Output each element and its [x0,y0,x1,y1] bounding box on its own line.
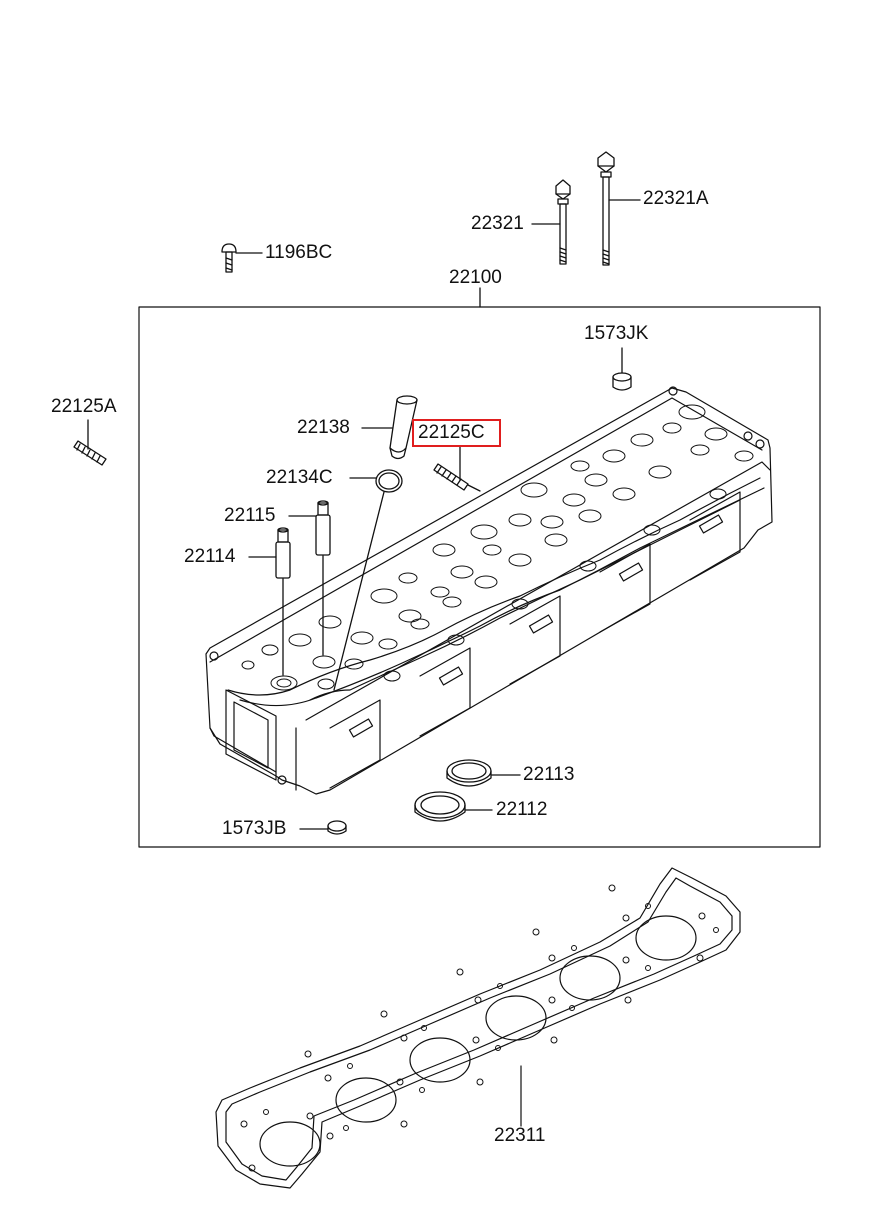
label-22113: 22113 [523,764,575,785]
label-22138: 22138 [297,417,350,438]
bolt-22321 [531,179,571,265]
sleeve-22138 [361,395,418,460]
label-22321: 22321 [471,213,524,234]
stud-22125A [73,419,107,466]
bolt-22321A [597,151,641,266]
label-22114: 22114 [184,546,236,567]
bolt-1196BC [221,243,263,273]
cylinder-head-22100 [205,386,773,795]
oring-22134C [333,469,403,691]
label-22125C[interactable]: 22125C [418,422,485,443]
label-22321A: 22321A [643,188,709,209]
guide-22115 [288,500,331,656]
seal-22113 [446,759,521,787]
label-22100: 22100 [449,267,502,288]
plug-1573JK [612,347,632,391]
label-22112: 22112 [496,799,548,820]
highlight-box [412,419,501,447]
plug-1573JB [299,820,347,835]
label-1573JK: 1573JK [584,323,649,344]
label-22311: 22311 [494,1125,546,1146]
stud-22125C [433,445,481,492]
head-gasket-22311 [215,867,741,1189]
head-ports [241,404,754,691]
label-22115: 22115 [224,505,276,526]
label-1573JB: 1573JB [222,818,287,839]
guide-22114 [248,527,291,676]
label-22125A: 22125A [51,396,117,417]
label-22134C: 22134C [266,467,333,488]
label-1196BC: 1196BC [265,242,333,263]
seal-22112 [414,791,493,822]
